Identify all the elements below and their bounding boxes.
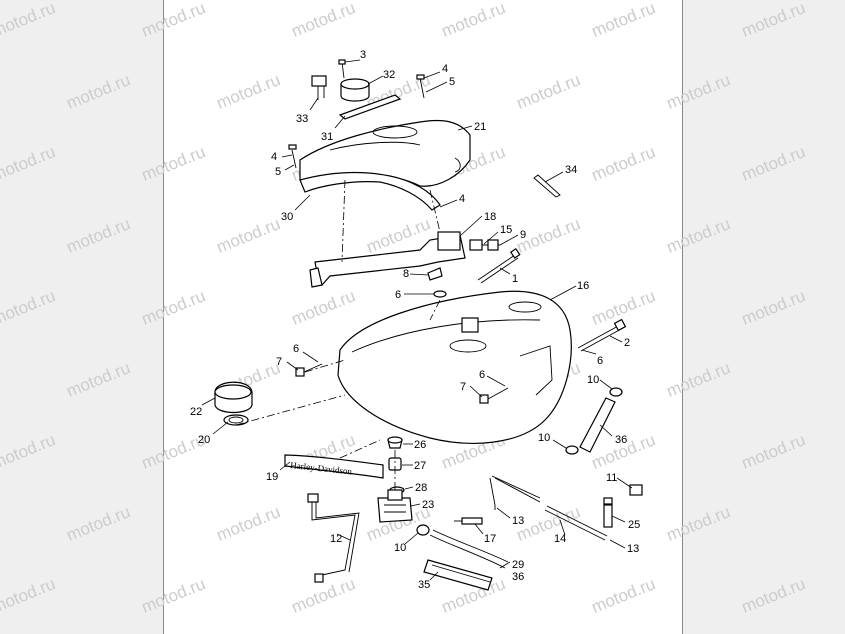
callout-21: 21 (474, 121, 486, 133)
callout-30: 30 (281, 211, 293, 223)
leader-lines (201, 59, 633, 581)
callout-17: 17 (484, 533, 496, 545)
callout-4: 4 (442, 63, 448, 75)
callout-8: 8 (403, 268, 409, 280)
callout-19: 19 (266, 471, 278, 483)
callout-35: 35 (418, 579, 430, 591)
pin-part (533, 174, 561, 198)
callout-18: 18 (484, 211, 496, 223)
connector-part (311, 75, 327, 100)
mounting-bracket-part (309, 231, 466, 288)
callout-13: 13 (627, 543, 639, 555)
vent-hose-part (565, 387, 623, 455)
fitting-part (454, 517, 483, 525)
callout-28: 28 (415, 482, 427, 494)
vent-valve-part (629, 484, 643, 496)
callout-26: 26 (414, 439, 426, 451)
callout-6: 6 (597, 355, 603, 367)
callout-33: 33 (296, 113, 308, 125)
callout-10: 10 (538, 432, 550, 444)
hose-clamp-part (416, 524, 430, 536)
callout-13: 13 (512, 515, 524, 527)
callout-labels: 3 32 33 31 4 5 21 4 5 30 34 4 18 15 9 8 … (190, 49, 640, 591)
callout-25: 25 (628, 519, 640, 531)
callout-15: 15 (500, 224, 512, 236)
callout-14: 14 (554, 533, 566, 545)
callout-10: 10 (587, 374, 599, 386)
callout-10: 10 (394, 542, 406, 554)
callout-36: 36 (615, 434, 627, 446)
callout-6: 6 (395, 289, 401, 301)
badge-part: Harley-Davidson (284, 454, 384, 479)
fuel-cap-part (214, 381, 253, 426)
callout-5: 5 (275, 166, 281, 178)
callout-5: 5 (449, 76, 455, 88)
callout-6: 6 (293, 343, 299, 355)
callout-6: 6 (479, 369, 485, 381)
callout-22: 22 (190, 406, 202, 418)
fuel-tank-part (337, 290, 572, 444)
screw-part (338, 59, 346, 79)
callout-7: 7 (276, 356, 282, 368)
callout-36: 36 (512, 571, 524, 583)
callout-4: 4 (271, 151, 277, 163)
callout-23: 23 (422, 499, 434, 511)
console-part (299, 119, 471, 211)
clip-part (427, 267, 443, 281)
callout-7: 7 (460, 381, 466, 393)
callout-31: 31 (321, 131, 333, 143)
bolt-part (295, 363, 509, 404)
gauge-housing-part (340, 78, 370, 102)
hose-part (429, 529, 509, 569)
fuel-valve-part (377, 489, 413, 523)
callout-20: 20 (198, 434, 210, 446)
screw-part (288, 74, 425, 169)
callout-3: 3 (360, 49, 366, 61)
fitting-part (387, 436, 405, 494)
fuel-line-part (489, 475, 541, 510)
linkage-rod-part (307, 493, 360, 583)
callout-1: 1 (512, 273, 518, 285)
hose-part (423, 559, 493, 591)
callout-9: 9 (520, 229, 526, 241)
callout-27: 27 (414, 460, 426, 472)
callout-12: 12 (330, 533, 342, 545)
callout-4: 4 (459, 193, 465, 205)
spacer-part (433, 290, 447, 298)
callout-29: 29 (512, 559, 524, 571)
callout-34: 34 (565, 164, 577, 176)
bolt-part (469, 239, 500, 251)
assembly-lines (235, 179, 441, 490)
long-bolt-part (477, 248, 521, 284)
through-bolt-part (577, 318, 627, 352)
callout-11: 11 (606, 472, 617, 484)
callout-16: 16 (577, 280, 589, 292)
fuel-line-part (544, 497, 613, 541)
callout-32: 32 (383, 69, 395, 81)
callout-2: 2 (624, 337, 630, 349)
